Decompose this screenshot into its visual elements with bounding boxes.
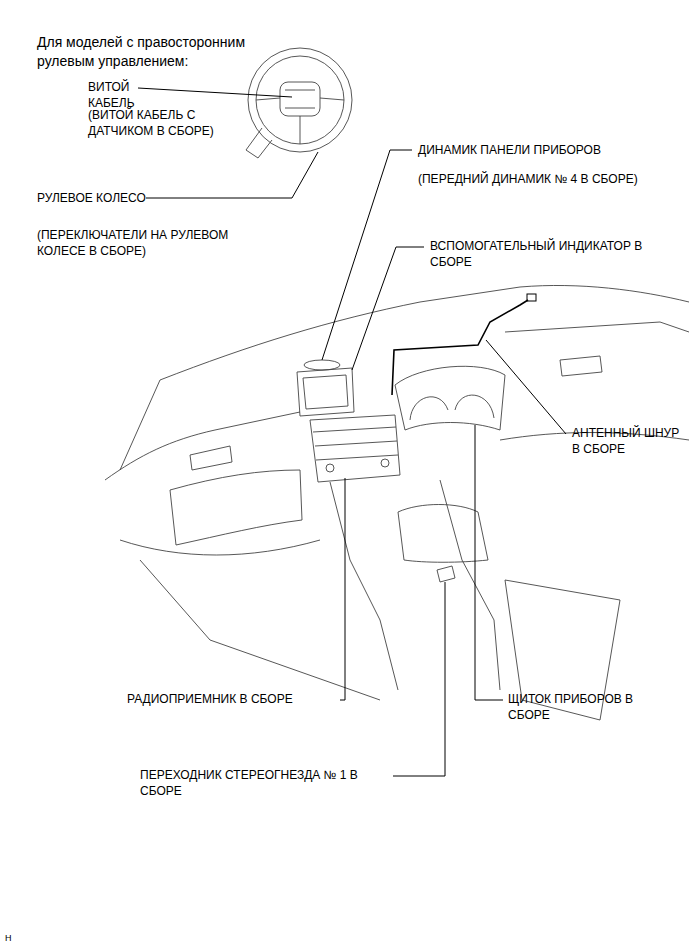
part-label: ВСПОМОГАТЕЛЬНЫЙ ИНДИКАТОР В СБОРЕ — [430, 239, 665, 270]
leader-lines — [138, 88, 566, 776]
part-label: (ПЕРЕКЛЮЧАТЕЛИ НА РУЛЕВОМ КОЛЕСЕ В СБОРЕ… — [37, 228, 247, 259]
part-label: АНТЕННЫЙ ШНУР В СБОРЕ — [572, 426, 680, 457]
part-label: ЩИТОК ПРИБОРОВ В СБОРЕ — [508, 692, 658, 723]
part-label: ДИНАМИК ПАНЕЛИ ПРИБОРОВ — [418, 143, 648, 159]
part-label: (ВИТОЙ КАБЕЛЬ С ДАТЧИКОМ В СБОРЕ) — [88, 108, 238, 139]
part-label: H — [5, 933, 25, 945]
heading: Для моделей с правосторонним рулевым упр… — [37, 33, 287, 71]
part-label: ПЕРЕХОДНИК СТЕРЕОГНЕЗДА № 1 В СБОРЕ — [140, 768, 390, 799]
part-label: (ПЕРЕДНИЙ ДИНАМИК № 4 В СБОРЕ) — [418, 172, 658, 188]
part-label: ВИТОЙ КАБЕЛЬ — [88, 80, 150, 111]
steering-wheel — [246, 48, 352, 158]
center-stack — [297, 360, 400, 482]
dashboard-outline — [105, 285, 689, 720]
part-label: РАДИОПРИЕМНИК В СБОРЕ — [127, 692, 347, 708]
stereo-jack — [437, 566, 455, 582]
part-label: РУЛЕВОЕ КОЛЕСО — [37, 191, 197, 207]
antenna-cord — [392, 294, 536, 395]
instrument-cluster — [395, 366, 505, 430]
